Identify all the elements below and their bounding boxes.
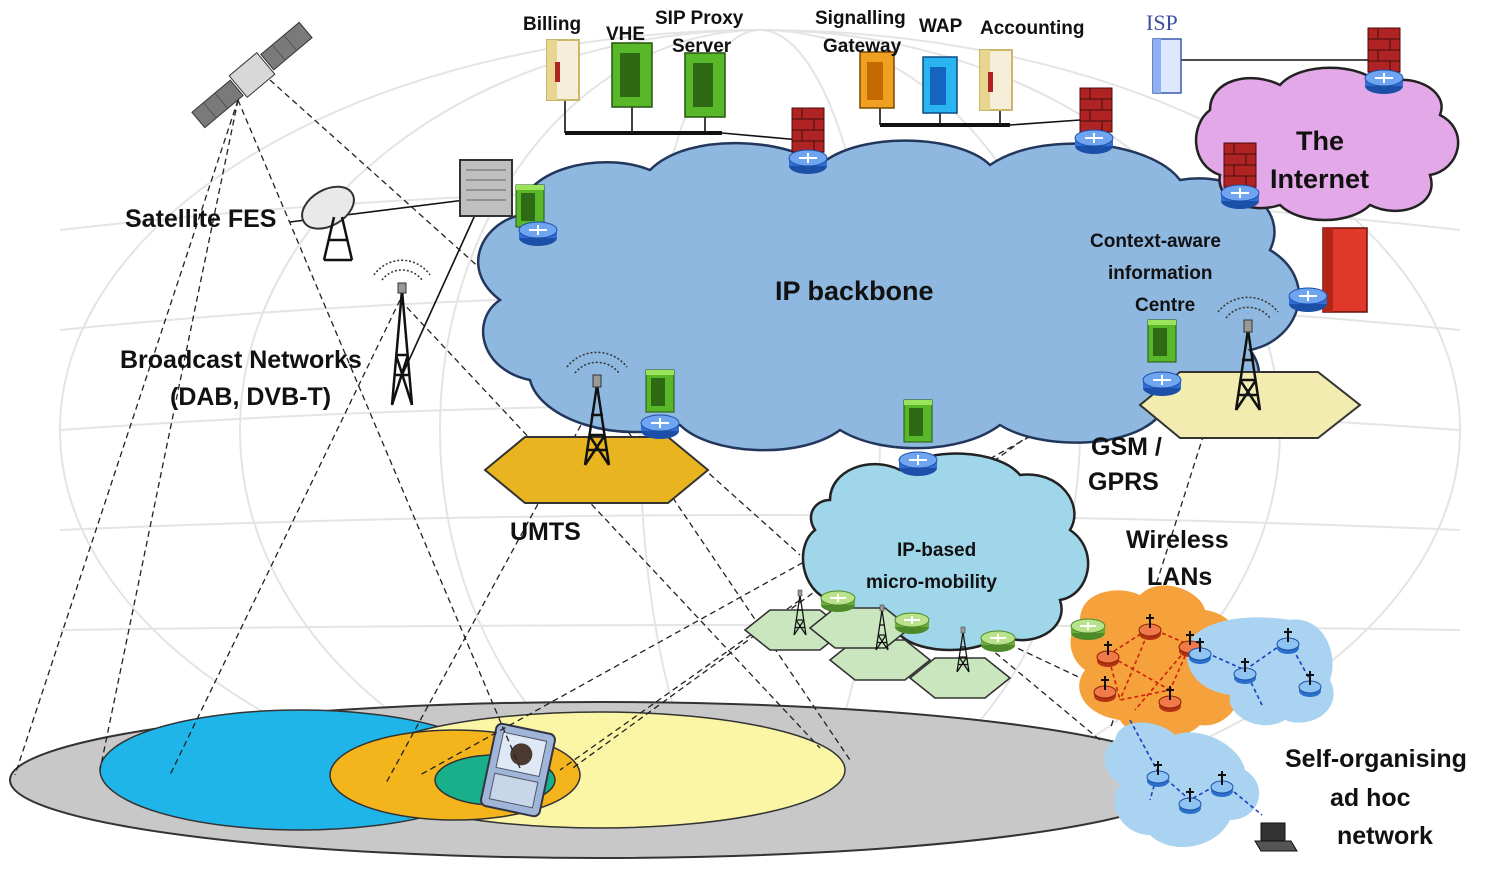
satellite-icon [191, 21, 313, 129]
context-label-line2: information [1108, 263, 1213, 284]
wap-label: WAP [919, 16, 963, 37]
router-3-icon [1220, 184, 1260, 210]
gsm-cell [1138, 371, 1362, 439]
ip-backbone-label: IP backbone [775, 276, 934, 306]
signalling-label-line2: Gateway [823, 36, 902, 57]
gsm-server-icon [1147, 319, 1177, 363]
micro-gateway-server-icon [903, 399, 933, 443]
billing-label: Billing [523, 14, 581, 35]
accounting-label: Accounting [980, 18, 1085, 39]
context-label-line1: Context-aware [1090, 231, 1221, 252]
umts-label: UMTS [510, 518, 581, 546]
laptop-icon [1254, 822, 1298, 852]
umts-server-icon [645, 369, 675, 413]
router-1-icon [788, 149, 828, 175]
base-station-rack-icon [459, 159, 513, 217]
gsm-label-line1: GSM / [1091, 433, 1162, 461]
signalling-gateway-icon [859, 51, 895, 109]
isp-label: ISP [1146, 10, 1178, 35]
context-centre-server-icon [1322, 227, 1368, 313]
sip-proxy-label-line2: Server [672, 36, 732, 57]
context-label-line3: Centre [1135, 295, 1195, 316]
micro-gateway-router-icon [898, 451, 938, 477]
router-isp-icon [1364, 69, 1404, 95]
satellite-dish-icon [301, 185, 355, 262]
accounting-server-icon [979, 49, 1013, 111]
broadcast-label-line2: (DAB, DVB-T) [170, 383, 331, 411]
adhoc-label-line2: ad hoc [1330, 784, 1411, 812]
billing-server-icon [546, 39, 580, 101]
gateway-server-left-icon [515, 184, 545, 228]
satellite-fes-label: Satellite FES [125, 205, 276, 233]
umts-cell [483, 436, 710, 504]
umts-router-icon [640, 414, 680, 440]
micro-label-line2: micro-mobility [866, 572, 997, 593]
router-2-icon [1074, 129, 1114, 155]
vhe-server-icon [611, 42, 653, 108]
micro-mobility-cloud [801, 452, 1090, 652]
broadcast-tower-icon [373, 259, 431, 406]
text-labels: Billing VHE SIP Proxy Server Signalling … [120, 8, 1467, 850]
firewall-2-icon [1079, 87, 1113, 133]
wlan-label-line1: Wireless [1126, 526, 1229, 554]
micro-label-line1: IP-based [897, 540, 976, 561]
coverage-areas [9, 701, 1191, 859]
gsm-label-line2: GPRS [1088, 468, 1159, 496]
firewall-3-icon [1223, 142, 1257, 188]
isp-server-icon [1152, 38, 1182, 94]
adhoc-label-line3: network [1337, 822, 1433, 850]
broadcast-label-line1: Broadcast Networks [120, 346, 362, 374]
gsm-tower-icon [1217, 296, 1279, 412]
internet-label-line2: Internet [1270, 164, 1369, 194]
sip-proxy-label-line1: SIP Proxy [655, 8, 744, 29]
sip-proxy-server-icon [684, 52, 726, 118]
wlan-label-line2: LANs [1147, 563, 1212, 591]
gsm-router-icon [1142, 371, 1182, 397]
context-centre-router-icon [1288, 287, 1328, 313]
vhe-label: VHE [606, 24, 645, 45]
umts-tower-icon [566, 351, 628, 467]
adhoc-label-line1: Self-organising [1285, 745, 1467, 773]
mobile-terminal-icon [480, 722, 556, 818]
internet-label-line1: The [1296, 126, 1344, 156]
router-left-icon [518, 221, 558, 247]
wap-server-icon [922, 56, 958, 114]
signalling-label-line1: Signalling [815, 8, 906, 29]
firewall-isp-icon [1367, 27, 1401, 73]
firewall-1-icon [791, 107, 825, 153]
